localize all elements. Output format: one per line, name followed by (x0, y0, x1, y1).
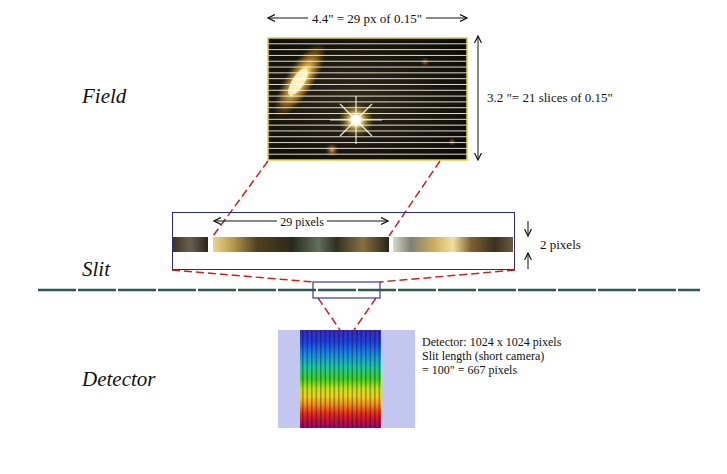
slit-position-box (313, 282, 380, 298)
slice-line (268, 78, 467, 79)
slice-line (268, 107, 467, 108)
projection-lines (172, 161, 515, 330)
slice-line (268, 136, 467, 137)
spectrum-stripe (334, 330, 336, 428)
slice-line (268, 119, 467, 120)
spectrum-stripe (320, 330, 322, 428)
spectrum-stripe (361, 330, 363, 428)
slit-height-dimension: 2 pixels (540, 237, 581, 253)
slit-height-arrow (528, 221, 529, 236)
spectrum-stripe (307, 330, 309, 428)
slit-image-segment (213, 237, 389, 252)
detector-note: = 100" = 667 pixels (422, 363, 517, 377)
height-dimension: 3.2 "= 21 slices of 0.15" (487, 90, 613, 106)
slice-line (268, 148, 467, 149)
slice-line (268, 101, 467, 102)
height-dimension-arrow (478, 36, 479, 160)
slice-line (268, 43, 467, 44)
row-label: Detector (82, 367, 155, 392)
spectrum-stripe (374, 330, 376, 428)
spectrum-stripe (347, 330, 349, 428)
slit-box: 29 pixels (172, 212, 515, 270)
slice-line (268, 84, 467, 85)
slice-line (268, 113, 467, 114)
spectrum-stripe (329, 330, 331, 428)
galaxy-core (284, 65, 311, 98)
slice-line (268, 55, 467, 56)
slit-image-segment (393, 237, 513, 252)
slice-line (268, 154, 467, 155)
spectrum-stripe (302, 330, 304, 428)
faint-galaxy (420, 57, 430, 67)
spectrum-stripe (356, 330, 358, 428)
slice-line (268, 49, 467, 50)
projection-line (389, 161, 440, 236)
width-dimension: 4.4" = 29 px of 0.15" (308, 9, 426, 27)
slit-height-arrow (528, 253, 529, 269)
row-label: Slit (82, 257, 110, 282)
dimension-label: 29 pixels (277, 215, 327, 229)
spectrum-stripe (338, 330, 340, 428)
detector-note: Slit length (short camera) (422, 349, 544, 363)
height-dimension: 3.2 "= 21 slices of 0.15" (487, 88, 613, 106)
field-border (268, 38, 467, 160)
detector-note: Detector: 1024 x 1024 pixels (422, 335, 561, 349)
spectrum-stripe (316, 330, 318, 428)
detector-note: = 100" = 667 pixels (422, 360, 517, 378)
row-label: Field (82, 84, 126, 109)
focal-plane-line (38, 289, 700, 292)
slice-line (268, 125, 467, 126)
slice-line (268, 130, 467, 131)
row-label: Detector (82, 367, 155, 392)
spectrum-stripe (379, 330, 381, 428)
slit-image-segment (172, 237, 208, 252)
projection-line (380, 270, 515, 282)
detector-frame (278, 330, 415, 428)
spectrum-stripe (370, 330, 372, 428)
slit-height-dimension: 2 pixels (540, 235, 581, 253)
projection-line (354, 298, 376, 330)
star-core (352, 116, 360, 124)
spectrum-stripe (325, 330, 327, 428)
row-label: Slit (82, 257, 110, 282)
detector-spectra (300, 330, 381, 428)
spectrum-stripes (302, 330, 380, 428)
faint-galaxy (325, 143, 339, 157)
slice-line (268, 61, 467, 62)
galaxy (268, 38, 336, 125)
faint-galaxy (448, 138, 456, 146)
spectrum-stripe (365, 330, 367, 428)
slice-line (268, 96, 467, 97)
slice-line (268, 72, 467, 73)
detector-note: Detector: 1024 x 1024 pixels (422, 332, 561, 350)
projection-line (318, 298, 340, 330)
spectrum-stripe (311, 330, 313, 428)
spectrum-stripe (343, 330, 345, 428)
detector-note: Slit length (short camera) (422, 346, 544, 364)
projection-line (172, 270, 313, 282)
slice-line (268, 90, 467, 91)
field-image (268, 38, 467, 160)
slice-line (268, 142, 467, 143)
slice-line (268, 67, 467, 68)
slice-lines (268, 44, 467, 154)
row-label: Field (82, 84, 126, 109)
width-dimension: 4.4" = 29 px of 0.15" (308, 11, 426, 27)
projection-line (213, 161, 268, 236)
spectrum-stripe (352, 330, 354, 428)
